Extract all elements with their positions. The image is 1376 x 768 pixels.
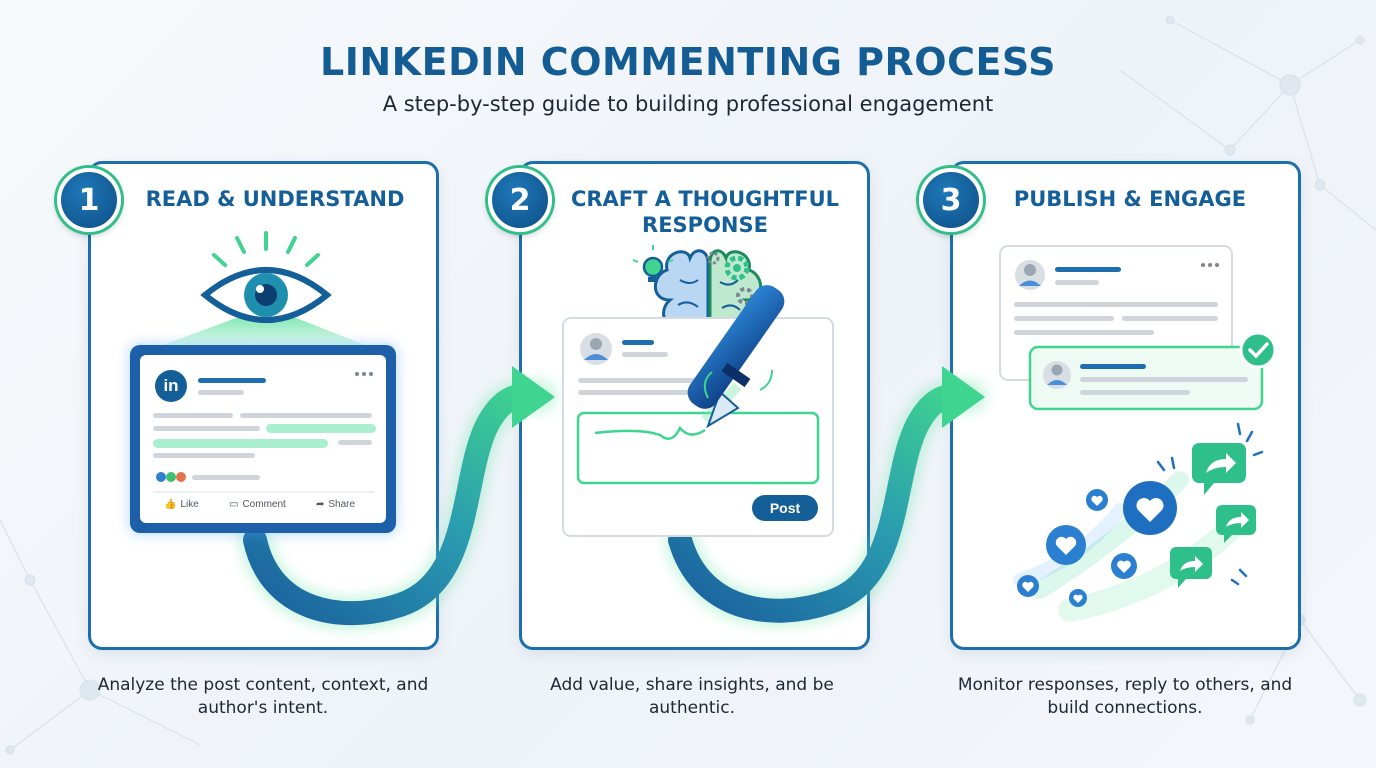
eye-icon [150,231,378,350]
lightbulb-icon [632,245,674,282]
share-arrow-icon: ➦ [316,499,325,510]
check-icon [1239,331,1277,369]
step-3-caption: Monitor responses, reply to others, and … [957,675,1293,718]
step-2-title: CRAFT A THOUGHTFUL RESPONSE [570,187,840,237]
linkedin-post-mockup [128,343,398,535]
comment-button[interactable]: ▭ Comment [229,499,286,510]
heart-icon [1017,481,1177,607]
flow-arrow-1 [238,366,557,631]
gear-icon [706,251,754,305]
step-1-title: READ & UNDERSTAND [145,187,405,211]
post-button[interactable]: Post [752,495,818,521]
comment-icon: ▭ [229,499,239,510]
step-3-number-badge: 3 [919,168,983,232]
comment-thread-mockup [999,245,1264,411]
page-subtitle: A step-by-step guide to building profess… [382,92,994,116]
flow-arrow-2 [663,366,987,628]
like-label: Like [180,499,199,510]
comment-editor-mockup [562,317,834,537]
step-1-caption: Analyze the post content, context, and a… [97,675,429,718]
pen-icon [687,285,785,429]
share-label: Share [328,499,356,510]
share-button[interactable]: ➦ Share [316,499,355,510]
step-2-caption: Add value, share insights, and be authen… [550,675,834,718]
linkedin-logo: in [155,370,187,402]
comment-label: Comment [242,499,286,510]
step-3-title: PUBLISH & ENGAGE [1013,187,1247,211]
share-icon [1156,422,1264,588]
step-2-number-badge: 2 [488,168,552,232]
like-button[interactable]: 👍 Like [164,499,199,510]
step-1-number-badge: 1 [57,168,121,232]
page-title: LINKEDIN COMMENTING PROCESS [320,40,1056,84]
thumbs-up-icon: 👍 [164,499,177,510]
